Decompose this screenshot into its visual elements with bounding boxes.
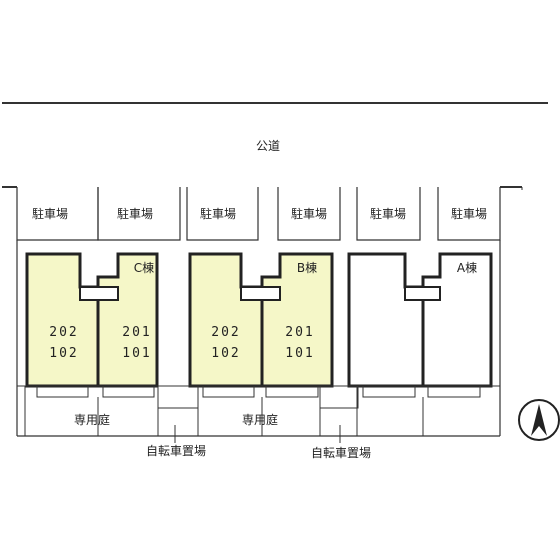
balcony	[265, 386, 319, 398]
unit-number: 101	[285, 346, 314, 361]
unit-number: 201	[285, 325, 314, 340]
garden-label: 専用庭	[74, 412, 110, 427]
north-arrow-icon	[518, 399, 560, 441]
building-b-label: B棟	[297, 260, 317, 275]
unit-number: 201	[122, 325, 151, 340]
parking-space	[277, 187, 341, 241]
bicycle-parking-area	[319, 385, 359, 409]
unit-number: 202	[211, 325, 240, 340]
building-b: B棟 202 102 201 101	[188, 252, 334, 388]
parking-label: 駐車場	[451, 206, 487, 221]
parking-row: 駐車場 駐車場 駐車場 駐車場 駐車場 駐車場	[16, 187, 501, 241]
building-a: A棟	[347, 252, 493, 388]
balcony	[362, 386, 416, 398]
unit-number: 202	[49, 325, 78, 340]
parking-space	[356, 187, 421, 241]
balcony	[102, 386, 155, 398]
building-c-label: C棟	[134, 260, 154, 275]
unit-number: 102	[211, 346, 240, 361]
parking-label: 駐車場	[291, 206, 327, 221]
parking-space	[186, 187, 259, 241]
balcony	[36, 386, 89, 398]
building-c: C棟 202 102 201 101	[25, 252, 159, 388]
bicycle-parking-area	[157, 385, 199, 409]
parking-label: 駐車場	[200, 206, 236, 221]
parking-space	[437, 187, 501, 241]
stair-landing	[404, 286, 441, 301]
parking-label: 駐車場	[370, 206, 406, 221]
garden-label: 専用庭	[242, 412, 278, 427]
parking-space	[97, 187, 181, 241]
unit-number: 101	[122, 346, 151, 361]
parking-label: 駐車場	[32, 206, 68, 221]
balcony	[202, 386, 255, 398]
unit-number: 102	[49, 346, 78, 361]
building-a-label: A棟	[457, 260, 477, 275]
bicycle-parking-label: 自転車置場	[146, 444, 206, 458]
stair-landing	[240, 286, 281, 301]
balcony	[427, 386, 481, 398]
parking-label: 駐車場	[117, 206, 153, 221]
bicycle-parking-label: 自転車置場	[311, 446, 371, 460]
road-label: 公道	[256, 139, 280, 153]
private-garden-zone: 専用庭 専用庭	[17, 385, 500, 436]
stair-landing	[79, 286, 119, 301]
